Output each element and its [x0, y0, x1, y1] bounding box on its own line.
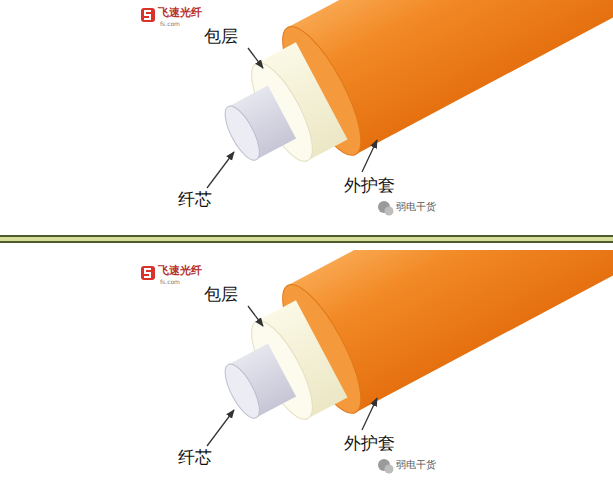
logo-text: 飞速光纤	[158, 7, 202, 19]
part-label: 包层	[204, 27, 238, 46]
separator	[0, 241, 613, 243]
logo-text: 飞速光纤	[158, 265, 202, 277]
part-label: 外护套	[344, 434, 395, 453]
logo-url: fs.com	[160, 21, 180, 28]
part-label: 包层	[204, 285, 238, 304]
cable-figure	[141, 250, 613, 474]
watermark: 弱电干货	[396, 459, 436, 470]
part-label: 纤芯	[178, 448, 212, 467]
part-label: 外护套	[344, 176, 395, 195]
part-label: 纤芯	[178, 190, 212, 209]
watermark: 弱电干货	[396, 201, 436, 212]
separator	[0, 237, 613, 241]
cable-figure	[141, 0, 613, 216]
logo-url: fs.com	[160, 279, 180, 286]
separator	[0, 235, 613, 237]
